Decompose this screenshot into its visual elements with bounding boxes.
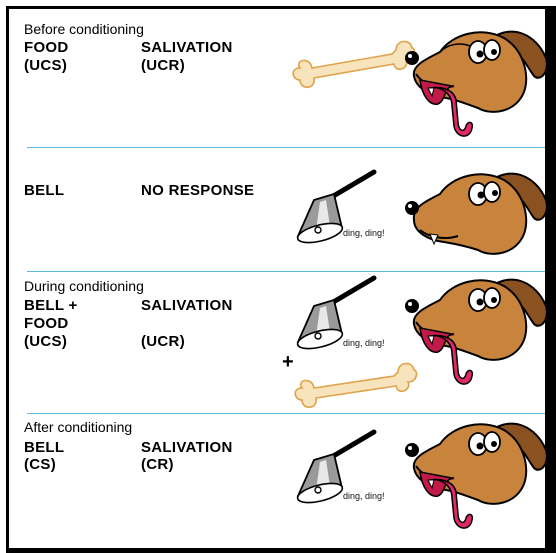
response-type-label: (CR) xyxy=(141,457,174,472)
dog-head-icon xyxy=(400,158,550,268)
bone-icon xyxy=(292,34,416,94)
dog-head-icon xyxy=(400,16,550,146)
plus-sign: + xyxy=(282,352,294,372)
stimulus-label: FOOD xyxy=(24,40,69,55)
response-label: NO RESPONSE xyxy=(141,183,254,198)
bell-sound-text: ding, ding! xyxy=(343,229,385,238)
section-heading: After conditioning xyxy=(24,420,132,434)
stimulus-type-label: (UCS) xyxy=(24,58,67,73)
response-type-label: (UCR) xyxy=(141,334,185,349)
dog-head-icon xyxy=(400,264,550,394)
bottom-border xyxy=(6,548,556,553)
stimulus-label: BELL xyxy=(24,440,64,455)
dog-head-icon xyxy=(400,408,550,538)
bell-sound-text: ding, ding! xyxy=(343,492,385,501)
bell-icon xyxy=(290,170,384,250)
response-label: SALIVATION xyxy=(141,40,233,55)
response-type-label: (UCR) xyxy=(141,58,185,73)
stimulus-label: BELL xyxy=(24,183,64,198)
section-heading: During conditioning xyxy=(24,279,144,293)
response-label: SALIVATION xyxy=(141,440,233,455)
stimulus-type-label: (CS) xyxy=(24,457,56,472)
stimulus-label: BELL + xyxy=(24,298,78,313)
section-heading: Before conditioning xyxy=(24,22,144,36)
stimulus-type-label: (UCS) xyxy=(24,334,67,349)
stimulus-label: FOOD xyxy=(24,316,69,331)
response-label: SALIVATION xyxy=(141,298,233,313)
section-divider xyxy=(27,147,545,148)
bell-sound-text: ding, ding! xyxy=(343,339,385,348)
